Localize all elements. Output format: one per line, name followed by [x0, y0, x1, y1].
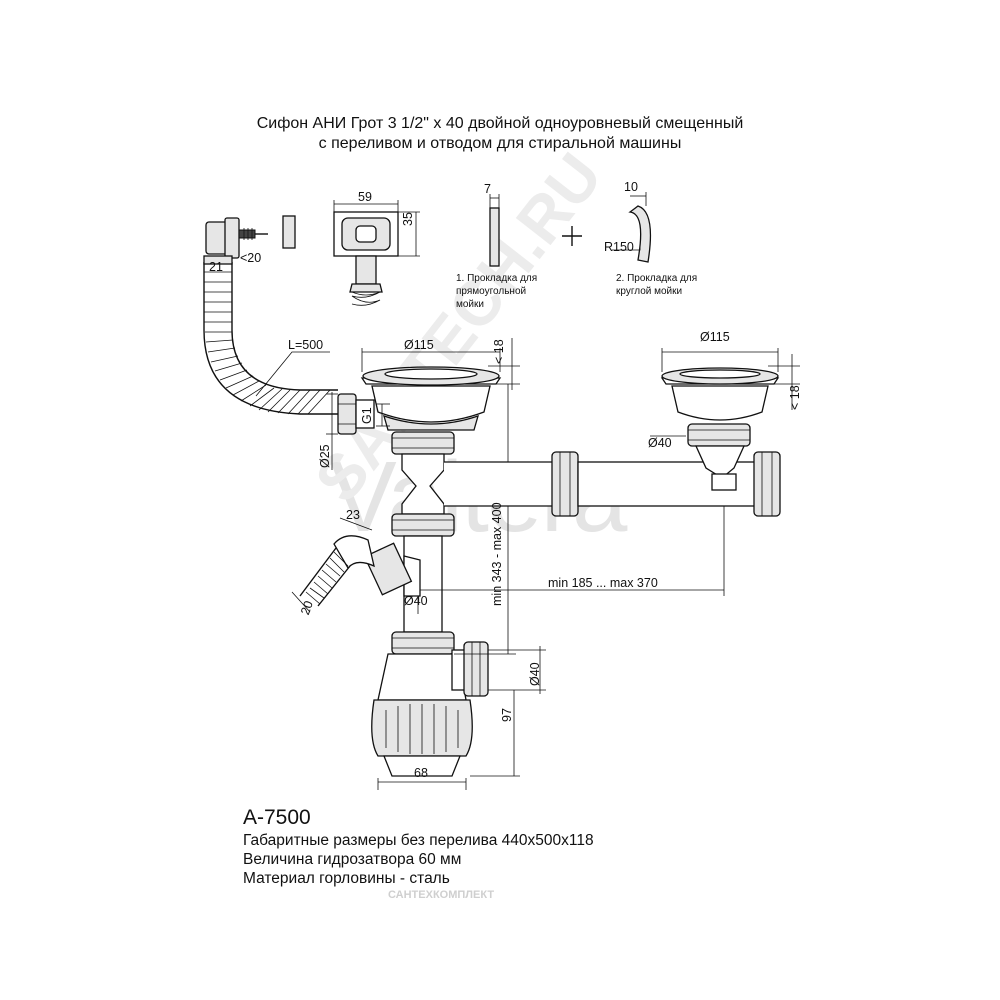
small-gasket-part — [282, 215, 296, 249]
dim-dia25: Ø25 — [318, 444, 332, 468]
dim-68: 68 — [414, 766, 428, 780]
central-pipe-part — [391, 431, 455, 655]
right-strainer-part — [660, 367, 780, 491]
gasket-round-part — [628, 205, 652, 263]
overflow-nut-part — [337, 393, 390, 435]
dim-dia115-right: Ø115 — [700, 330, 730, 344]
dim-7: 7 — [484, 182, 491, 196]
spec-material: Материал горловины - сталь — [243, 870, 450, 887]
dim-lt20: <20 — [240, 251, 262, 265]
dim-lt18-left: < 18 — [492, 339, 506, 364]
dim-lt18-right: < 18 — [788, 385, 802, 410]
gasket-note-1: 1. Прокладка для прямоугольной мойки — [456, 273, 538, 310]
gasket-rect-part — [489, 207, 500, 267]
spec-water-seal: Величина гидрозатвора 60 мм — [243, 851, 462, 868]
dim-dia40-center: Ø40 — [404, 594, 428, 608]
dim-l500: L=500 — [288, 338, 324, 352]
dim-59: 59 — [358, 190, 372, 204]
left-strainer-part — [360, 366, 502, 431]
overflow-hose-part — [203, 255, 338, 415]
dim-r150: R150 — [604, 240, 634, 254]
dim-10: 10 — [624, 180, 638, 194]
dim-height-range: min 343 - max 400 — [490, 502, 504, 606]
gasket-note-2: 2. Прокладка для круглой мойки — [616, 273, 698, 297]
spec-dimensions: Габаритные размеры без перелива 440х500х… — [243, 832, 594, 849]
title-line-1: Сифон АНИ Грот 3 1/2" х 40 двойной одноу… — [256, 115, 744, 132]
dim-23: 23 — [346, 508, 360, 522]
dim-g1: G1 — [360, 407, 374, 424]
dim-dia115-left: Ø115 — [404, 338, 434, 352]
dim-dia40-right: Ø40 — [648, 436, 672, 450]
rect-overflow-part — [333, 211, 399, 306]
washing-branch-part — [299, 535, 421, 607]
dim-dia40-outlet: Ø40 — [528, 662, 542, 686]
dim-97: 97 — [500, 708, 514, 722]
bottle-trap-part — [371, 653, 473, 777]
overflow-head-part — [205, 217, 268, 259]
model-number: А-7500 — [243, 806, 311, 829]
title-line-2: с переливом и отводом для стиральной маш… — [318, 135, 682, 152]
dim-width-range: min 185 ... max 370 — [548, 576, 658, 590]
footer-watermark: САНТЕХКОМПЛЕКТ — [388, 889, 495, 901]
outlet-part — [451, 641, 489, 697]
dim-35: 35 — [401, 212, 415, 226]
dim-21: 21 — [209, 260, 223, 274]
